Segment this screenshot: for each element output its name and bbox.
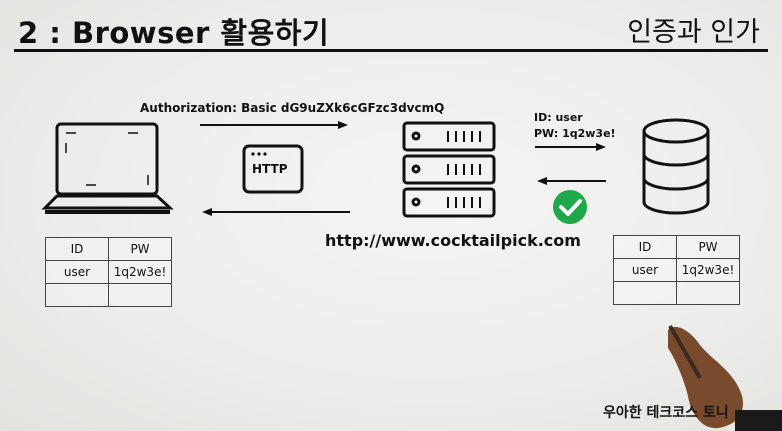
credentials-id: ID: user: [534, 111, 583, 124]
client-credentials-table: ID PW user 1q2w3e!: [45, 237, 172, 307]
arrow-request: [200, 121, 348, 129]
credentials-text: ID: user PW: 1q2w3e!: [534, 110, 616, 142]
slide-title: 2 : Browser 활용하기: [18, 16, 330, 50]
table-header-row: ID PW: [613, 235, 740, 259]
authorization-header-text: Authorization: Basic dG9uZXk6cGFzc3dvcmQ: [140, 101, 445, 115]
cell-id: [613, 281, 677, 305]
cell-pw: 1q2w3e!: [108, 260, 172, 284]
header-id: ID: [45, 237, 109, 261]
arrow-response: [202, 208, 350, 216]
cell-id: user: [613, 258, 677, 282]
presenter-hand: [668, 325, 782, 431]
table-header-row: ID PW: [45, 237, 172, 261]
cell-pw: 1q2w3e!: [676, 258, 740, 282]
cell-id: user: [45, 260, 109, 284]
arrow-to-db: [535, 143, 606, 151]
database-icon: [642, 118, 710, 215]
cell-pw: [676, 281, 740, 305]
cell-id: [45, 283, 109, 307]
table-row: [45, 283, 172, 307]
db-credentials-table: ID PW user 1q2w3e!: [613, 235, 740, 305]
http-window-icon: [242, 144, 304, 194]
check-icon: [553, 190, 587, 224]
title-rule: [14, 49, 768, 52]
table-row: user 1q2w3e!: [613, 258, 740, 282]
table-row: [613, 281, 740, 305]
arrow-from-db: [537, 177, 606, 185]
credentials-pw: PW: 1q2w3e!: [534, 127, 616, 140]
header-id: ID: [613, 235, 677, 259]
header-pw: PW: [108, 237, 172, 261]
server-icon: [402, 121, 496, 218]
laptop-icon: [41, 122, 174, 214]
server-url: http://www.cocktailpick.com: [325, 231, 581, 250]
table-row: user 1q2w3e!: [45, 260, 172, 284]
footer-text: 우아한 테크코스 토니: [603, 405, 729, 421]
http-label: HTTP: [252, 162, 288, 176]
header-pw: PW: [676, 235, 740, 259]
cell-pw: [108, 283, 172, 307]
slide-subtitle: 인증과 인가: [627, 17, 760, 48]
